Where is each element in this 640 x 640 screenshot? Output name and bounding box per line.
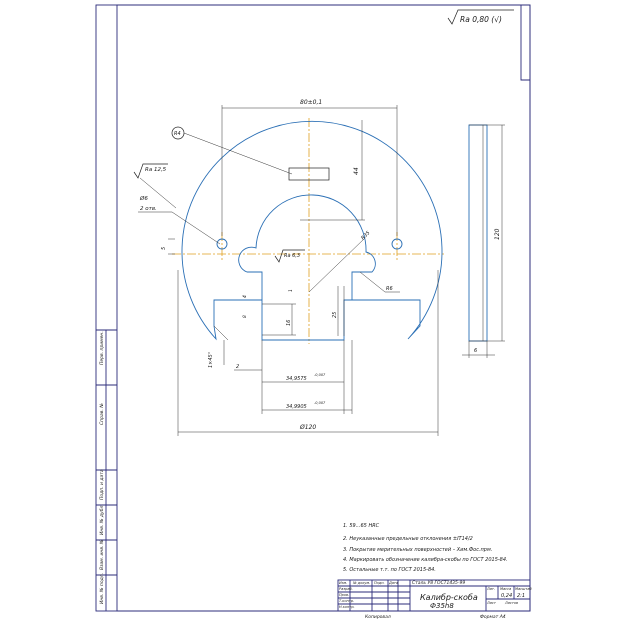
tb-scale: 2:1 bbox=[517, 593, 525, 599]
tb-doc: № докум. bbox=[352, 581, 370, 585]
holes-qty-label: 2 отв. bbox=[140, 206, 157, 212]
dim-2-label: 2 bbox=[236, 364, 239, 370]
tb-sign: Подп. bbox=[374, 581, 385, 585]
outer-frame bbox=[95, 4, 531, 612]
dim-25-label: 25 bbox=[332, 312, 338, 318]
margin-label-0: Перв. примен. bbox=[99, 331, 105, 365]
dim-r6: R6 bbox=[359, 271, 400, 293]
dim-120-label: Ø120 bbox=[299, 424, 316, 431]
general-roughness-label: Ra 0,80 (√) bbox=[460, 15, 502, 24]
dim-r35-label: R35 bbox=[360, 230, 371, 241]
throat-dims: 4 1 8 16 25 bbox=[242, 286, 345, 336]
inner-frame bbox=[116, 4, 531, 612]
dim-34-2-tol: -0,007 bbox=[314, 401, 326, 405]
roughness-6-3-label: Ra 6,3 bbox=[284, 253, 300, 259]
dim-80-label: 80±0,1 bbox=[300, 99, 322, 106]
dim-34-2-label: 34,9905 bbox=[286, 404, 307, 410]
dim-44: 44 bbox=[300, 120, 365, 221]
note-5: 5. Остальные т.т. по ГОСТ 2015-84. bbox=[343, 567, 436, 573]
tb-role-3: Н.контр. bbox=[339, 605, 355, 609]
note-1: 1. 59...65 HRC bbox=[343, 523, 380, 529]
chamfer-label: 1×45° bbox=[208, 351, 214, 368]
tb-mass: 0,24 bbox=[501, 593, 512, 599]
format-label: Формат А4 bbox=[480, 614, 506, 620]
thickness-label: 120 bbox=[494, 228, 501, 240]
technical-notes: 1. 59...65 HRC 2. Неуказанные предельные… bbox=[343, 523, 508, 573]
roughness-12-5-label: Ra 12,5 bbox=[145, 167, 167, 173]
holes-label: Ø6 bbox=[139, 195, 148, 202]
margin-label-5: Инв. № подл. bbox=[99, 573, 105, 604]
dim-5: 5 bbox=[161, 238, 175, 255]
roughness-6-3: Ra 6,3 bbox=[274, 249, 305, 263]
leader-holes: Ø6 2 отв. bbox=[138, 195, 221, 245]
margin-label-2: Подп. и дата bbox=[99, 469, 105, 500]
dim-16-label: 16 bbox=[286, 320, 292, 326]
tb-sheets-label: Листов bbox=[504, 601, 518, 605]
left-margin-strip: Перв. примен. Справ. № Подп. и дата Инв.… bbox=[96, 329, 117, 611]
margin-label-1: Справ. № bbox=[99, 403, 105, 425]
margin-label-3: Инв. № дубл. bbox=[99, 504, 105, 535]
margin-label-4: Взам. инв. № bbox=[99, 539, 105, 570]
tb-role-2: Т.контр. bbox=[339, 599, 354, 603]
roughness-12-5: Ra 12,5 bbox=[133, 163, 177, 209]
tb-lit-label: Лит. bbox=[486, 587, 495, 591]
dim-80: 80±0,1 bbox=[221, 99, 398, 236]
tb-sheet-label: Лист bbox=[486, 601, 497, 605]
gauge-inner-opening bbox=[238, 194, 376, 300]
copied-label: Копировал bbox=[365, 614, 391, 620]
tb-role-0: Разраб. bbox=[339, 587, 353, 591]
note-2: 2. Неуказанные предельные отклонения ±IT… bbox=[343, 536, 473, 542]
dim-r6-label: R6 bbox=[386, 286, 393, 292]
tb-date: Дата bbox=[388, 581, 398, 585]
leader-r4-label: R4 bbox=[174, 131, 181, 137]
dim-r35: R35 bbox=[308, 230, 371, 293]
dim-8-label: 8 bbox=[242, 315, 248, 318]
dim-34-1-tol: -0,007 bbox=[314, 373, 326, 377]
dim-34-1-label: 34,9575 bbox=[286, 376, 307, 382]
tb-name-1: Калибр-скоба bbox=[420, 593, 478, 602]
dim-5-label: 5 bbox=[161, 247, 167, 250]
gauge-outline bbox=[181, 120, 443, 341]
dim-chamfer: 1×45° 2 bbox=[208, 325, 262, 371]
hole-right bbox=[391, 238, 403, 250]
format-corner bbox=[520, 5, 530, 81]
tb-name-2: Ф35h8 bbox=[430, 602, 454, 610]
leader-r4: R4 bbox=[171, 126, 293, 175]
marking-area bbox=[288, 167, 330, 181]
tb-scale-label: Масштаб bbox=[515, 587, 532, 591]
dim-34-group: 34,9575 -0,007 34,9905 -0,007 bbox=[261, 340, 353, 414]
tb-mass-label: Масса bbox=[500, 587, 511, 591]
tb-role-1: Пров. bbox=[339, 593, 349, 597]
thick-small-label: 6 bbox=[474, 348, 477, 354]
tb-material: Сталь У8 ГОСТ1435-99 bbox=[412, 580, 465, 586]
general-roughness-symbol: Ra 0,80 (√) bbox=[447, 9, 514, 25]
dim-44-label: 44 bbox=[353, 167, 360, 175]
note-3: 3. Покрытие мерительных поверхностей – Х… bbox=[343, 547, 492, 553]
side-view: 120 6 bbox=[462, 124, 505, 358]
dim-4-label: 4 bbox=[242, 295, 248, 298]
note-4: 4. Маркировать обозначение калибра-скобы… bbox=[343, 557, 508, 563]
dim-1-label: 1 bbox=[288, 289, 294, 292]
dim-120: Ø120 bbox=[177, 270, 439, 436]
title-block: Изм. № докум. Подп. Дата Разраб. Пров. Т… bbox=[337, 579, 532, 612]
tb-izm: Изм. bbox=[339, 581, 347, 585]
hole-left bbox=[216, 238, 228, 250]
